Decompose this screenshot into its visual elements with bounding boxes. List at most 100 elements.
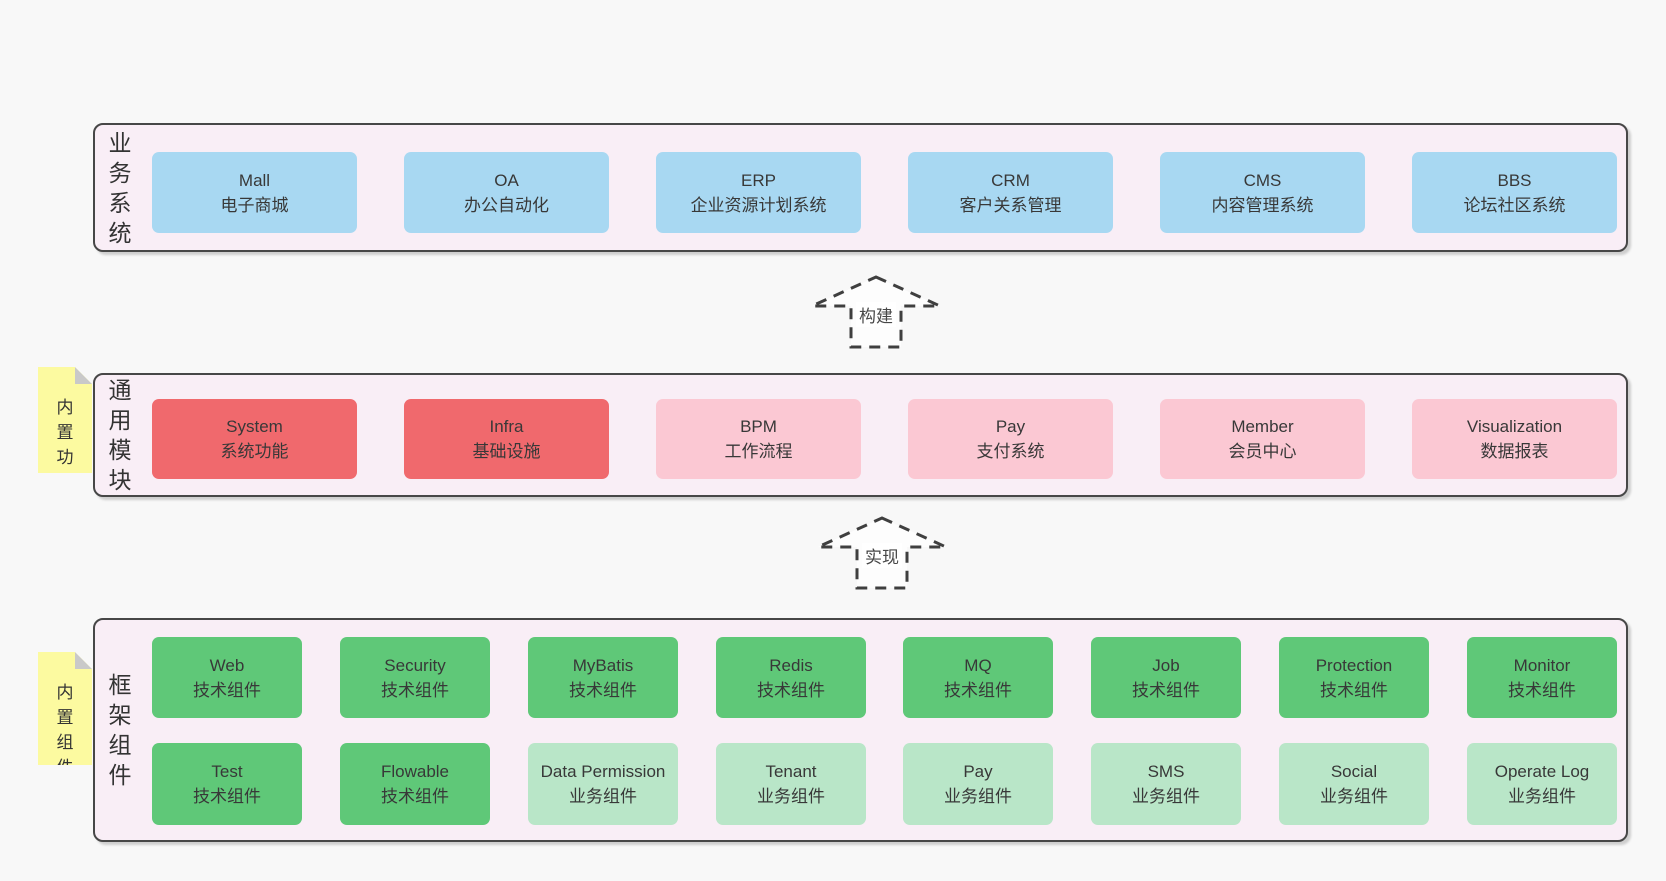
box-subtitle: 客户关系管理 xyxy=(959,195,1062,215)
box-title: MyBatis xyxy=(572,655,634,675)
box-subtitle: 技术组件 xyxy=(381,680,449,700)
box-subtitle: 业务组件 xyxy=(757,787,825,806)
box-title: CRM xyxy=(991,170,1030,190)
note-text: 内置组件 xyxy=(56,683,74,777)
box-title: Job xyxy=(1152,655,1180,675)
box-cms: CMS 内容管理系统 xyxy=(1160,152,1365,233)
box-subtitle: 业务组件 xyxy=(569,787,637,806)
note-text: 内置功能 xyxy=(56,398,74,492)
box-redis: Redis 技术组件 xyxy=(716,637,866,718)
band-framework-components-label: 框架组件 xyxy=(108,672,132,788)
box-title: Protection xyxy=(1315,655,1393,675)
box-subtitle: 技术组件 xyxy=(1508,680,1576,700)
box-subtitle: 系统功能 xyxy=(220,442,289,461)
box-title: Mall xyxy=(238,170,271,190)
box-title: Operate Log xyxy=(1494,762,1590,781)
box-subtitle: 工作流程 xyxy=(724,442,793,461)
box-subtitle: 技术组件 xyxy=(757,680,825,700)
box-job: Job 技术组件 xyxy=(1091,637,1241,718)
box-tenant: Tenant 业务组件 xyxy=(716,743,866,825)
box-title: Infra xyxy=(489,417,524,436)
box-title: SMS xyxy=(1147,762,1185,781)
box-subtitle: 业务组件 xyxy=(1508,787,1576,806)
box-subtitle: 技术组件 xyxy=(569,680,637,700)
box-title: System xyxy=(226,417,283,436)
box-subtitle: 数据报表 xyxy=(1480,442,1549,461)
box-infra: Infra 基础设施 xyxy=(404,399,609,479)
box-monitor: Monitor 技术组件 xyxy=(1467,637,1617,718)
box-test: Test 技术组件 xyxy=(152,743,302,825)
box-title: Security xyxy=(384,655,446,675)
box-oa: OA 办公自动化 xyxy=(404,152,609,233)
arrow-implement-label: 实现 xyxy=(862,543,902,568)
box-bpm: BPM 工作流程 xyxy=(656,399,861,479)
box-title: Redis xyxy=(769,655,813,675)
box-system: System 系统功能 xyxy=(152,399,357,479)
box-sms: SMS 业务组件 xyxy=(1091,743,1241,825)
box-title: Visualization xyxy=(1466,417,1563,436)
box-subtitle: 技术组件 xyxy=(1132,680,1200,700)
box-title: BBS xyxy=(1497,170,1532,190)
box-title: ERP xyxy=(741,170,776,190)
box-subtitle: 业务组件 xyxy=(1132,787,1200,806)
box-subtitle: 内容管理系统 xyxy=(1211,195,1314,215)
box-security: Security 技术组件 xyxy=(340,637,490,718)
box-title: Tenant xyxy=(765,762,817,781)
arrow-build-label: 构建 xyxy=(856,302,896,327)
note-built-in-components: 内置组件 xyxy=(38,652,92,765)
box-mybatis: MyBatis 技术组件 xyxy=(528,637,678,718)
box-subtitle: 支付系统 xyxy=(976,442,1045,461)
box-title: Monitor xyxy=(1513,655,1571,675)
folded-corner-icon xyxy=(75,652,92,669)
band-business-systems: 业务系统 Mall 电子商城 OA 办公自动化 ERP 企业资源计划系统 CRM… xyxy=(93,123,1628,252)
box-title: Member xyxy=(1231,417,1294,436)
box-subtitle: 基础设施 xyxy=(472,442,541,461)
box-subtitle: 会员中心 xyxy=(1228,442,1297,461)
box-subtitle: 技术组件 xyxy=(381,787,449,806)
box-title: CMS xyxy=(1243,170,1282,190)
arrow-build: 构建 xyxy=(810,275,942,349)
box-title: Flowable xyxy=(380,762,450,781)
box-title: Web xyxy=(209,655,245,675)
box-erp: ERP 企业资源计划系统 xyxy=(656,152,861,233)
box-subtitle: 企业资源计划系统 xyxy=(690,195,827,215)
box-mq: MQ 技术组件 xyxy=(903,637,1053,718)
box-social: Social 业务组件 xyxy=(1279,743,1429,825)
box-member: Member 会员中心 xyxy=(1160,399,1365,479)
box-title: Pay xyxy=(995,417,1026,436)
arrow-implement: 实现 xyxy=(816,516,948,590)
box-pay-module: Pay 支付系统 xyxy=(908,399,1113,479)
box-title: MQ xyxy=(964,655,992,675)
box-data-permission: Data Permission 业务组件 xyxy=(528,743,678,825)
box-mall: Mall 电子商城 xyxy=(152,152,357,233)
band-framework-components: 框架组件 Web 技术组件 Security 技术组件 MyBatis 技术组件… xyxy=(93,618,1628,842)
box-pay-component: Pay 业务组件 xyxy=(903,743,1053,825)
box-subtitle: 业务组件 xyxy=(944,787,1012,806)
note-built-in-features: 内置功能 xyxy=(38,367,92,473)
box-title: OA xyxy=(494,170,519,190)
box-subtitle: 技术组件 xyxy=(193,787,261,806)
folded-corner-icon xyxy=(75,367,92,384)
box-bbs: BBS 论坛社区系统 xyxy=(1412,152,1617,233)
box-subtitle: 电子商城 xyxy=(220,195,289,215)
box-subtitle: 业务组件 xyxy=(1320,787,1388,806)
box-title: Data Permission xyxy=(540,762,666,781)
box-subtitle: 办公自动化 xyxy=(464,195,549,215)
box-subtitle: 技术组件 xyxy=(1320,680,1388,700)
band-common-modules: 通用模块 System 系统功能 Infra 基础设施 BPM 工作流程 Pay… xyxy=(93,373,1628,497)
box-flowable: Flowable 技术组件 xyxy=(340,743,490,825)
box-protection: Protection 技术组件 xyxy=(1279,637,1429,718)
box-subtitle: 技术组件 xyxy=(944,680,1012,700)
box-web: Web 技术组件 xyxy=(152,637,302,718)
box-title: Test xyxy=(211,762,243,781)
box-title: Social xyxy=(1330,762,1378,781)
band-business-systems-label: 业务系统 xyxy=(108,129,132,246)
box-visualization: Visualization 数据报表 xyxy=(1412,399,1617,479)
box-subtitle: 论坛社区系统 xyxy=(1463,195,1566,215)
box-subtitle: 技术组件 xyxy=(193,680,261,700)
box-operate-log: Operate Log 业务组件 xyxy=(1467,743,1617,825)
box-title: BPM xyxy=(740,417,777,436)
box-title: Pay xyxy=(963,762,993,781)
box-crm: CRM 客户关系管理 xyxy=(908,152,1113,233)
band-common-modules-label: 通用模块 xyxy=(108,377,132,493)
